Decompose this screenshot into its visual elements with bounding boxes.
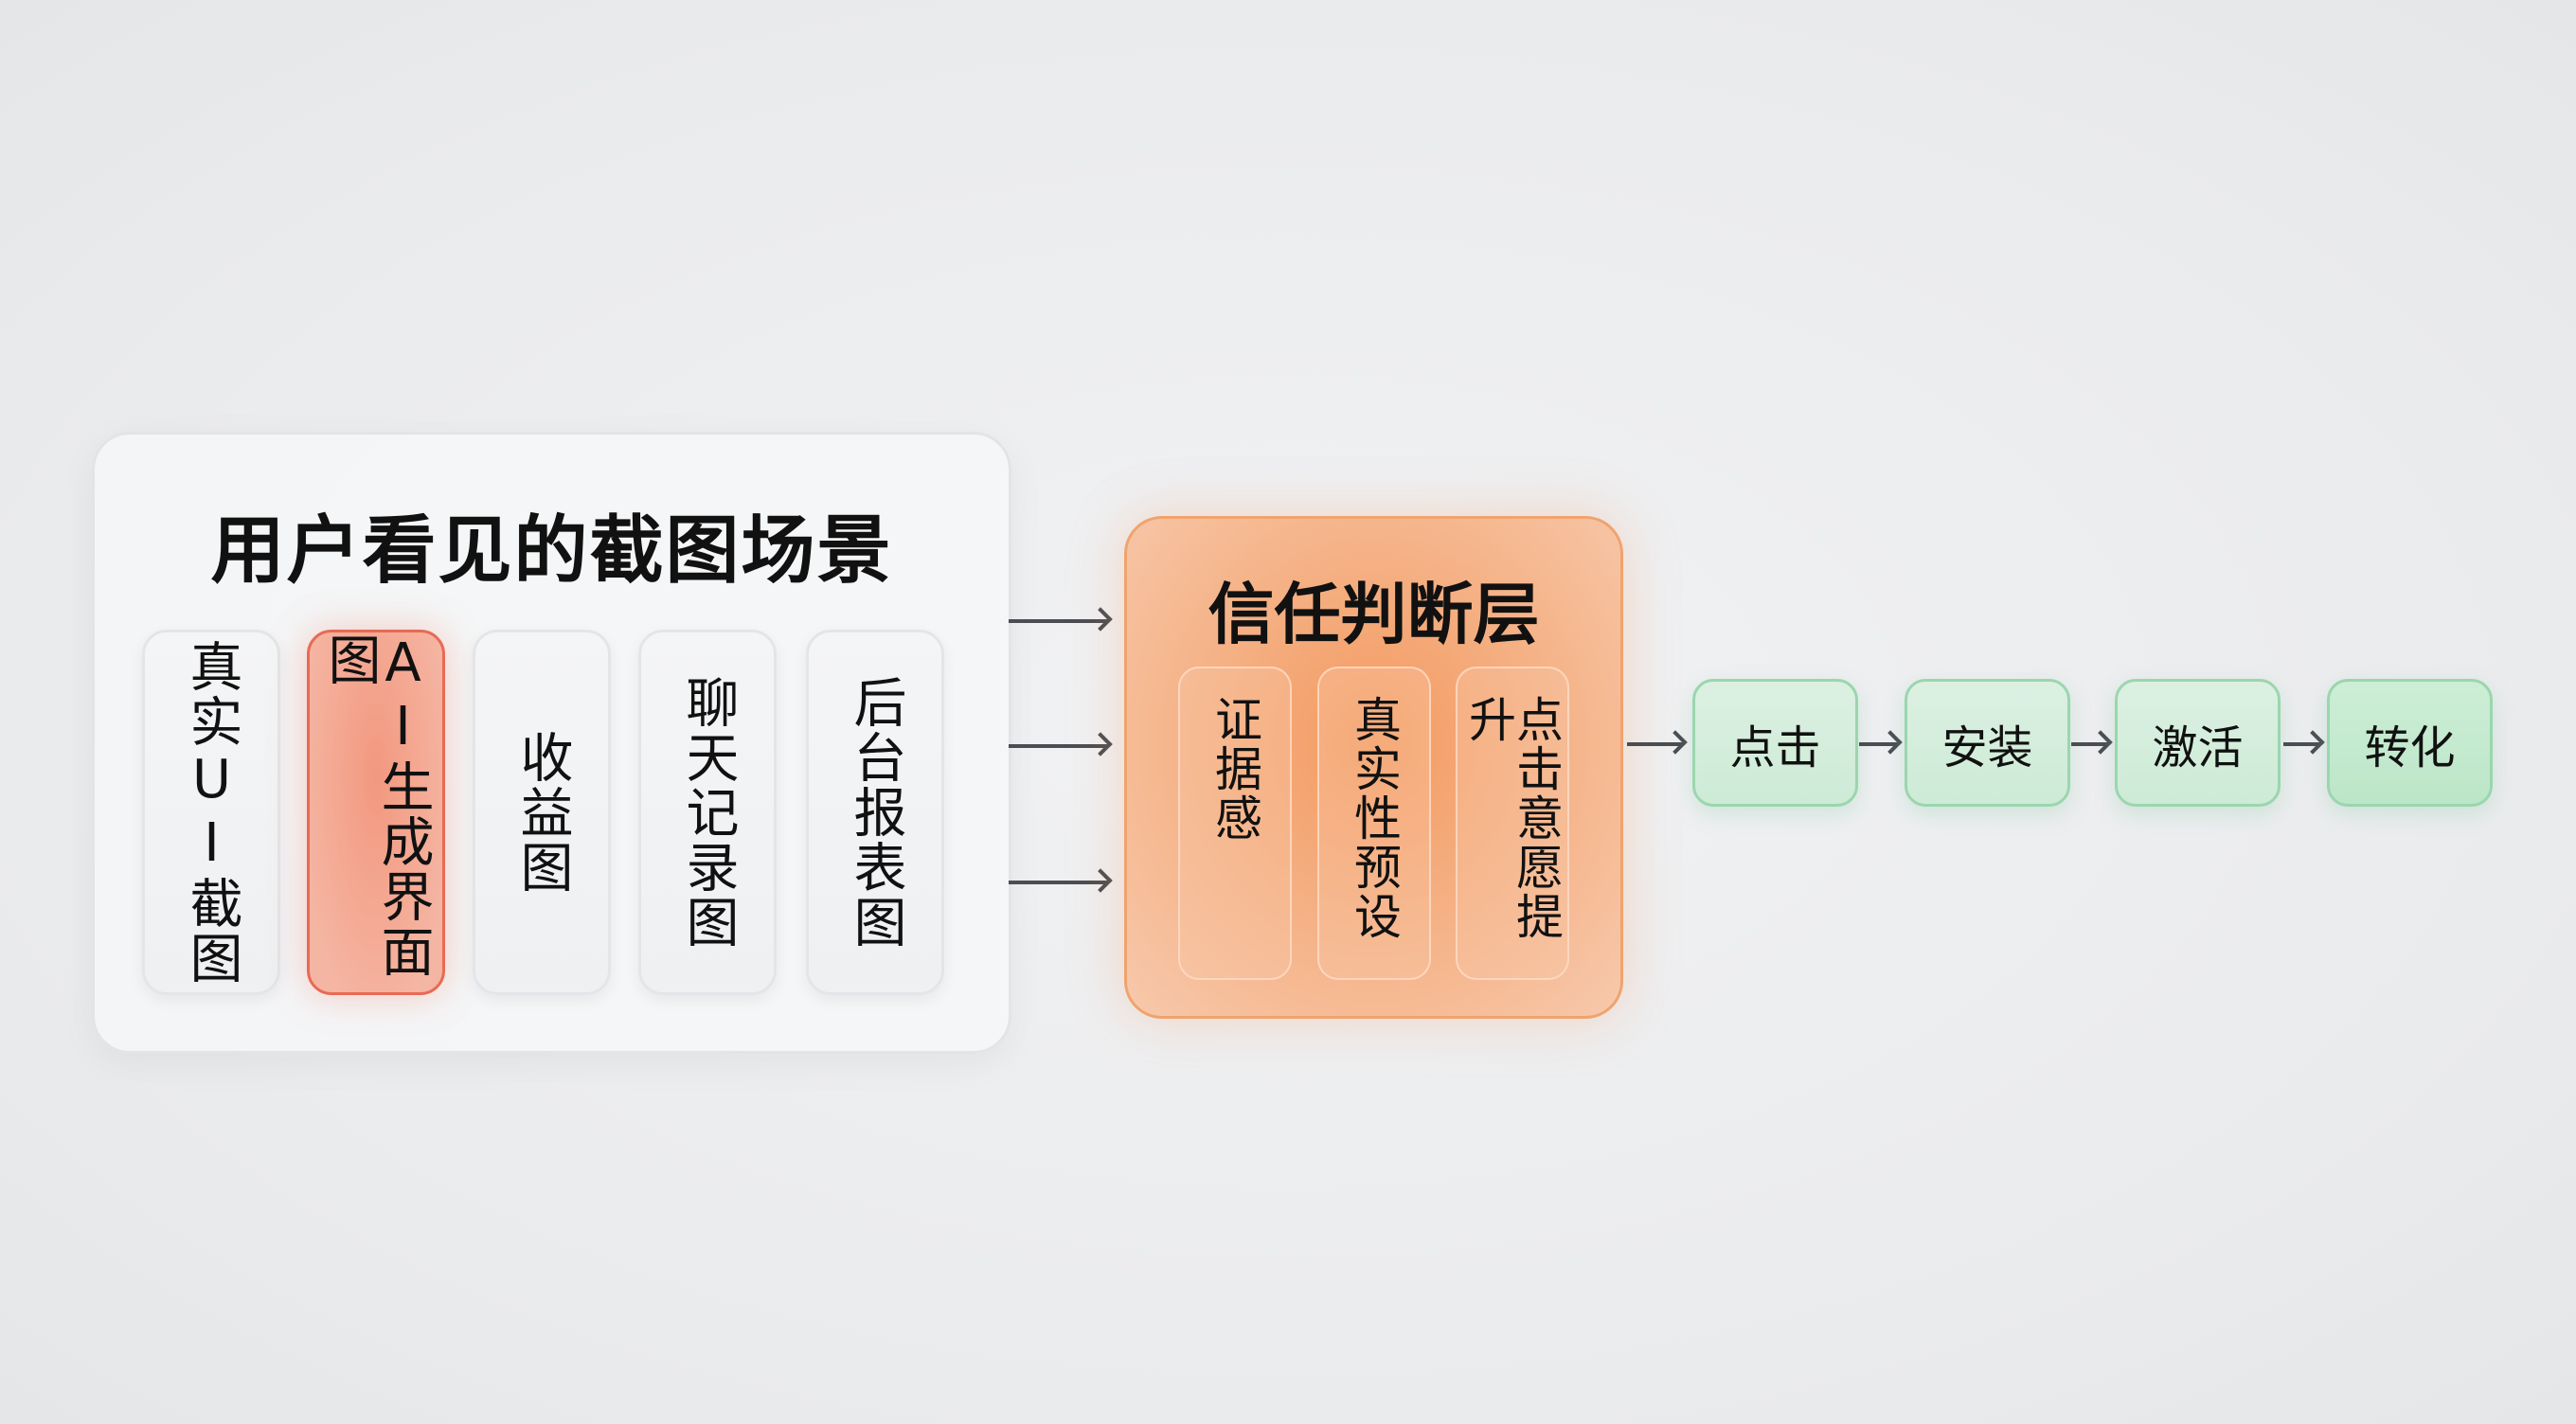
step-label: 转化: [2364, 721, 2456, 774]
card-label: 点击意愿提升: [1461, 695, 1564, 941]
step-label: 点击: [1729, 721, 1821, 774]
scenario-card-ai-generated: AI生成界面图: [307, 630, 445, 995]
step-label: 安装: [1941, 721, 2033, 774]
arrow-right-icon: [1859, 742, 1897, 746]
scenario-card-backend-report: 后台报表图: [806, 630, 944, 995]
scenario-card-chat-log: 聊天记录图: [638, 630, 777, 995]
arrow-right-icon: [2071, 742, 2107, 746]
funnel-step-click: 点击: [1692, 679, 1858, 807]
card-label: 后台报表图: [845, 675, 906, 950]
funnel-step-install: 安装: [1905, 679, 2070, 807]
funnel-step-activate: 激活: [2115, 679, 2281, 807]
card-label: AI生成界面图: [319, 632, 434, 979]
trust-judgment-panel: 信任判断层 证据感 真实性预设 点击意愿提升: [1124, 516, 1623, 1019]
scenarios-title: 用户看见的截图场景: [210, 508, 893, 594]
trust-card-authenticity: 真实性预设: [1317, 667, 1431, 980]
funnel-step-convert: 转化: [2327, 679, 2493, 807]
card-label: 证据感: [1208, 695, 1262, 843]
arrow-right-icon: [1009, 744, 1107, 748]
arrow-right-icon: [1009, 881, 1107, 884]
trust-title: 信任判断层: [1208, 576, 1540, 653]
card-label: 收益图: [511, 730, 573, 895]
card-label: 真实UI截图: [181, 639, 242, 986]
arrow-right-icon: [2283, 742, 2319, 746]
step-label: 激活: [2152, 721, 2244, 774]
trust-card-evidence: 证据感: [1178, 667, 1292, 980]
card-label: 聊天记录图: [677, 675, 739, 950]
scenario-card-earnings: 收益图: [473, 630, 611, 995]
trust-card-click-intent: 点击意愿提升: [1456, 667, 1569, 980]
arrow-right-icon: [1009, 619, 1107, 623]
screenshot-scenarios-panel: 用户看见的截图场景 真实UI截图 AI生成界面图 收益图 聊天记录图 后台报表图: [92, 432, 1011, 1054]
scenario-card-real-ui: 真实UI截图: [142, 630, 280, 995]
card-label: 真实性预设: [1347, 695, 1402, 941]
arrow-right-icon: [1627, 742, 1682, 746]
